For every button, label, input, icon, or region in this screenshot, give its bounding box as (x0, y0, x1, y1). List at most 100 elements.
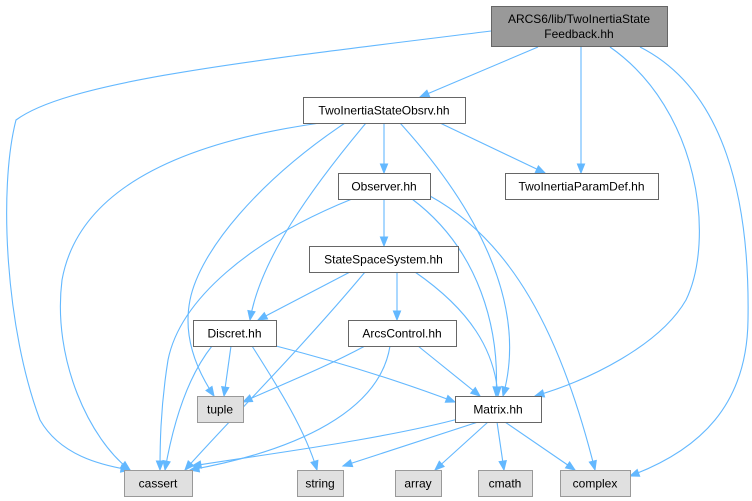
node-arcscontrol[interactable]: ArcsControl.hh (348, 320, 457, 347)
edge-twoinertia-obsrv-to-discret (247, 122, 367, 322)
node-box (297, 470, 344, 497)
edge-root-to-twoinertia-paramdef (576, 47, 586, 175)
edge-discret-to-matrix (275, 345, 457, 403)
edge-arrowhead (379, 236, 389, 248)
edge-line (414, 271, 499, 397)
edge-line (6, 30, 492, 471)
node-box (505, 173, 659, 200)
edge-arrowhead (162, 459, 171, 472)
edge-line (504, 421, 576, 471)
nodes-layer: ARCS6/lib/TwoInertiaStateFeedback.hhTwoI… (124, 6, 668, 497)
edge-matrix-to-string (341, 421, 479, 468)
edge-discret-to-string (251, 345, 319, 472)
edge-arrowhead (205, 385, 215, 398)
edge-arrowhead (493, 386, 502, 398)
edge-arrowhead (576, 163, 586, 175)
node-twoinertia-obsrv[interactable]: TwoInertiaStateObsrv.hh (303, 97, 466, 124)
edge-statespacesystem-to-discret (256, 271, 351, 321)
node-box (124, 470, 193, 497)
node-discret[interactable]: Discret.hh (193, 320, 277, 347)
node-box (348, 320, 457, 347)
edge-line (275, 345, 456, 403)
edge-statespacesystem-to-cassert (184, 271, 366, 472)
edge-arrowhead (379, 163, 389, 175)
edge-matrix-to-cassert (190, 417, 463, 469)
edge-line (434, 421, 489, 471)
node-box (491, 6, 668, 47)
edge-arrowhead (119, 460, 132, 471)
edge-matrix-to-cmath (496, 421, 507, 472)
edge-matrix-to-array (433, 421, 489, 471)
edge-root-to-twoinertia-obsrv (418, 46, 539, 98)
edge-twoinertia-obsrv-to-observer (379, 123, 389, 175)
edge-root-to-complex (628, 46, 749, 477)
node-matrix[interactable]: Matrix.hh (455, 396, 542, 423)
edge-arrowhead (469, 386, 482, 397)
edge-arrowhead (628, 468, 641, 477)
edge-root-to-matrix (533, 46, 700, 398)
edge-arrowhead (190, 460, 203, 469)
node-label: Observer.hh (351, 179, 416, 193)
node-box (478, 470, 533, 497)
edge-arrowhead (498, 460, 507, 472)
edge-line (159, 198, 353, 471)
node-box (193, 320, 277, 347)
node-box (338, 173, 431, 200)
edge-arrowhead (155, 460, 165, 472)
edge-line (257, 271, 351, 321)
node-cassert: cassert (124, 470, 193, 497)
node-label: cassert (139, 476, 178, 490)
edge-line (629, 46, 749, 477)
edge-line (534, 46, 700, 397)
edge-arrowhead (533, 389, 546, 398)
node-statespacesystem[interactable]: StateSpaceSystem.hh (309, 246, 459, 273)
edge-line (399, 122, 511, 397)
edge-arrowhead (341, 458, 354, 468)
edge-arrowhead (433, 460, 445, 471)
edge-line (191, 417, 463, 467)
edge-line (251, 345, 318, 471)
node-box (303, 97, 466, 124)
edge-arrowhead (221, 386, 230, 398)
node-observer[interactable]: Observer.hh (338, 173, 431, 200)
node-label: TwoInertiaStateObsrv.hh (318, 103, 449, 117)
edge-twoinertia-obsrv-to-cassert (59, 122, 321, 471)
edge-arcscontrol-to-tuple (241, 345, 366, 403)
edges-layer (6, 30, 749, 477)
edge-line (439, 122, 546, 174)
node-label: TwoInertiaParamDef.hh (518, 179, 644, 193)
edge-line (59, 122, 321, 471)
edge-observer-to-statespacesystem (379, 199, 389, 248)
node-label: Feedback.hh (544, 27, 613, 41)
node-label: ArcsControl.hh (362, 326, 441, 340)
edge-line (164, 345, 213, 471)
node-label: cmath (489, 476, 522, 490)
node-array: array (395, 470, 442, 497)
node-label: StateSpaceSystem.hh (324, 252, 443, 266)
edge-line (419, 46, 539, 98)
edge-statespacesystem-to-arcscontrol (392, 272, 402, 322)
edge-observer-to-matrix (411, 198, 501, 398)
node-label: Discret.hh (207, 326, 261, 340)
edge-discret-to-cassert (162, 345, 213, 472)
node-box (560, 470, 631, 497)
node-label: ARCS6/lib/TwoInertiaState (508, 12, 650, 26)
node-label: tuple (207, 402, 233, 416)
edge-line (249, 122, 367, 321)
edge-arcscontrol-to-matrix (417, 345, 482, 397)
edge-discret-to-tuple (221, 345, 232, 398)
edge-arrowhead (501, 385, 510, 398)
node-label: Matrix.hh (473, 402, 522, 416)
node-twoinertia-paramdef[interactable]: TwoInertiaParamDef.hh (505, 173, 659, 200)
edge-line (429, 195, 596, 471)
edge-observer-to-complex (429, 195, 597, 472)
node-cmath: cmath (478, 470, 533, 497)
node-box (455, 396, 542, 423)
edge-statespacesystem-to-matrix (414, 271, 502, 398)
node-box (395, 470, 442, 497)
node-string: string (297, 470, 344, 497)
edge-line (189, 345, 391, 471)
node-label: string (305, 476, 334, 490)
